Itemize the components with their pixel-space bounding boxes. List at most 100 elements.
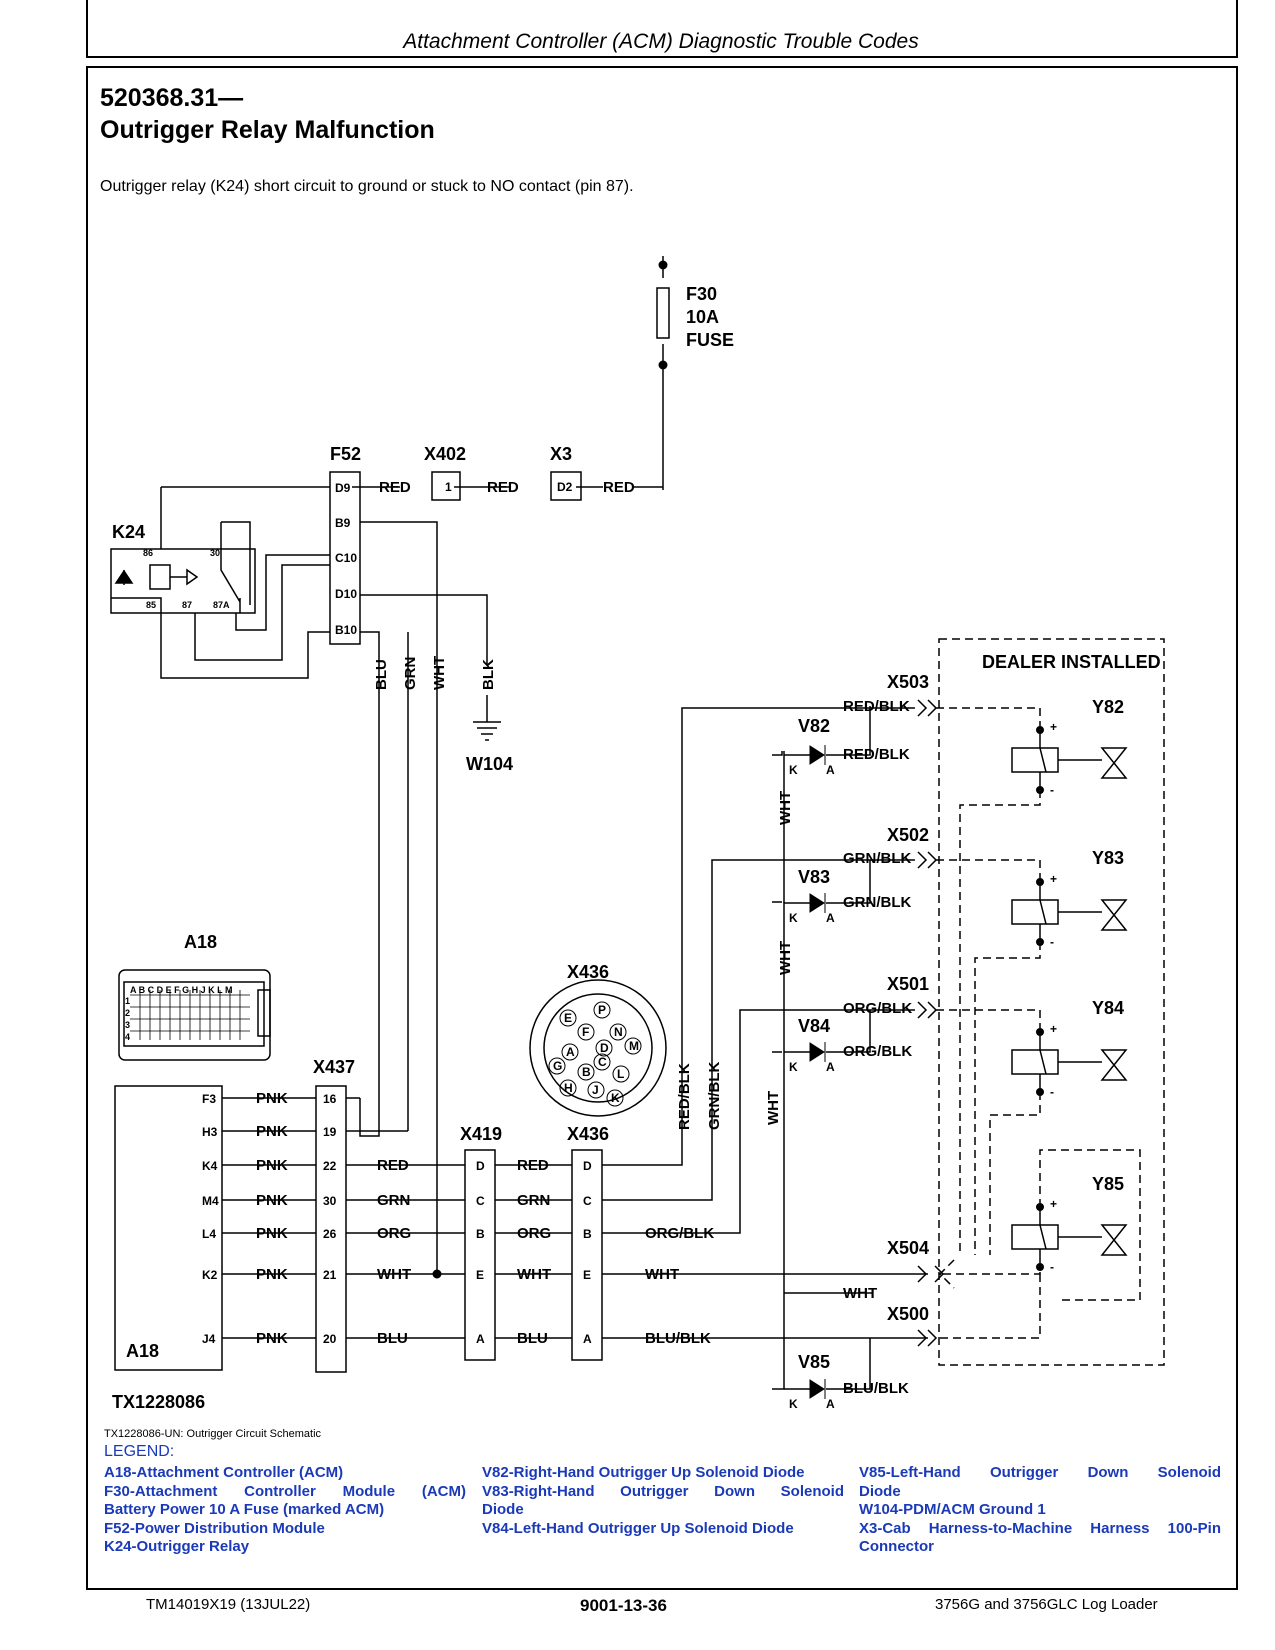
legend-item: F30-Attachment Controller Module (ACM) [104,1482,466,1500]
x419-pin: A [476,1332,485,1346]
dtc-title: Outrigger Relay Malfunction [100,116,435,144]
x436-face-pin-label: N [614,1025,623,1039]
legend-item: K24-Outrigger Relay [104,1538,250,1556]
a18-connector-cols: A B C D E F G H J K L M [130,985,233,995]
v83-a: A [826,911,835,925]
f52-pin: B9 [335,516,351,530]
wire-label: ORG [377,1225,411,1242]
x502-label: X502 [887,825,929,845]
x436-face-pin-label: H [564,1081,573,1095]
wire-red-1: RED [379,479,411,496]
wire-wht-vertical: WHT [431,656,448,690]
a18-pin: H3 [202,1125,218,1139]
footer-page-number: 9001-13-36 [580,1596,667,1615]
footer-manual-id: TM14019X19 (13JUL22) [146,1596,311,1613]
wire-wht-diode-1: WHT [777,791,794,825]
x436-face-pin [577,1023,595,1041]
x419-pin: E [476,1268,484,1282]
k24-pin-86: 86 [143,548,153,558]
x436-pin: B [583,1227,592,1241]
wire-blu-blk: BLU/BLK [645,1330,711,1347]
x504-label: X504 [887,1238,929,1258]
legend-item: X3-Cab Harness-to-Machine Harness 100-Pi… [859,1519,1221,1537]
x437-pin: 20 [323,1332,337,1346]
x436-face-pin [606,1089,624,1107]
a18-connector-label: A18 [184,932,217,952]
legend-item: Diode [482,1501,524,1519]
wire-label: BLU [377,1330,408,1347]
legend-item: V82-Right-Hand Outrigger Up Solenoid Dio… [482,1464,805,1481]
a18-pin: K4 [202,1159,218,1173]
x501-label: X501 [887,974,929,994]
x436-face-pin-label: L [617,1067,624,1081]
legend-column-2: V82-Right-Hand Outrigger Up Solenoid Dio… [482,1464,844,1538]
wire-label: ORG [517,1225,551,1242]
x436-face-pin [587,1081,605,1099]
x436-pin: C [583,1194,592,1208]
wire-label: BLU [517,1330,548,1347]
x436-face-pin-label: J [592,1083,599,1097]
a18-pin: F3 [202,1092,216,1106]
x436-face-pin [609,1023,627,1041]
v82-label: V82 [798,716,830,736]
wire-label: WHT [377,1266,411,1283]
dealer-installed-label: DEALER INSTALLED [982,652,1161,672]
dtc-code: 520368.31— [100,84,244,112]
legend-item: Connector [859,1538,934,1556]
wire-red-blk-vertical: RED/BLK [676,1063,693,1130]
wire-pnk: PNK [256,1192,288,1209]
fuse-id: F30 [686,284,717,304]
y85-label: Y85 [1092,1174,1124,1194]
y82-plus: + [1050,720,1057,734]
legend-item: Battery Power 10 A Fuse (marked ACM) [104,1501,385,1519]
x436-face-pin [624,1037,642,1055]
wire-pnk: PNK [256,1266,288,1283]
wire-wht: WHT [645,1266,679,1283]
x436-face-pin-label: K [611,1091,620,1105]
y84-minus: - [1050,1085,1054,1099]
a18-pin: L4 [202,1227,216,1241]
y83-plus: + [1050,872,1057,886]
header-frame [86,0,1238,58]
v83-label: V83 [798,867,830,887]
wire-grn-blk-v83: GRN/BLK [843,894,911,911]
x436-face-pin-label: P [598,1003,606,1017]
x436-face-pin-label: E [564,1011,572,1025]
y82-minus: - [1050,783,1054,797]
f52-pin: D10 [335,587,357,601]
fuse-type: FUSE [686,330,734,350]
wire-label: GRN [377,1192,410,1209]
v85-k: K [789,1397,798,1411]
wire-wht-diode-3: WHT [765,1091,782,1125]
a18-connector-row-1: 1 [125,996,130,1006]
x419-pin: B [476,1227,485,1241]
wire-pnk: PNK [256,1225,288,1242]
x436-face-pin [559,1079,577,1097]
content-frame [86,66,1238,1590]
wire-grn-blk-vertical: GRN/BLK [706,1062,723,1130]
x436-face-pin-label: M [629,1039,639,1053]
figure-id: TX1228086 [112,1392,206,1412]
legend-item: V85-Left-Hand Outrigger Down Solenoid [859,1464,1221,1481]
k24-pin-87a: 87A [213,600,230,610]
x419-pin: D [476,1159,485,1173]
x436-pin: D [583,1159,592,1173]
a18-pin: K2 [202,1268,218,1282]
wire-label: WHT [517,1266,551,1283]
y82-label: Y82 [1092,697,1124,717]
k24-pin-30: 30 [210,548,220,558]
x436-face-pin-label: G [553,1059,562,1073]
wire-red-2: RED [487,479,519,496]
legend-item: W104-PDM/ACM Ground 1 [859,1501,1046,1519]
x436-face-pin-label: A [566,1045,575,1059]
wire-wht-diode-2: WHT [777,941,794,975]
x437-pin: 21 [323,1268,337,1282]
f52-pin: B10 [335,623,357,637]
legend-item: V84-Left-Hand Outrigger Up Solenoid Diod… [482,1519,794,1537]
wire-red-3: RED [603,479,635,496]
v83-k: K [789,911,798,925]
wire-blk-vertical: BLK [480,659,497,690]
x436-face-pin [593,1001,611,1019]
a18-pin: M4 [202,1194,219,1208]
w104-label: W104 [466,754,513,774]
